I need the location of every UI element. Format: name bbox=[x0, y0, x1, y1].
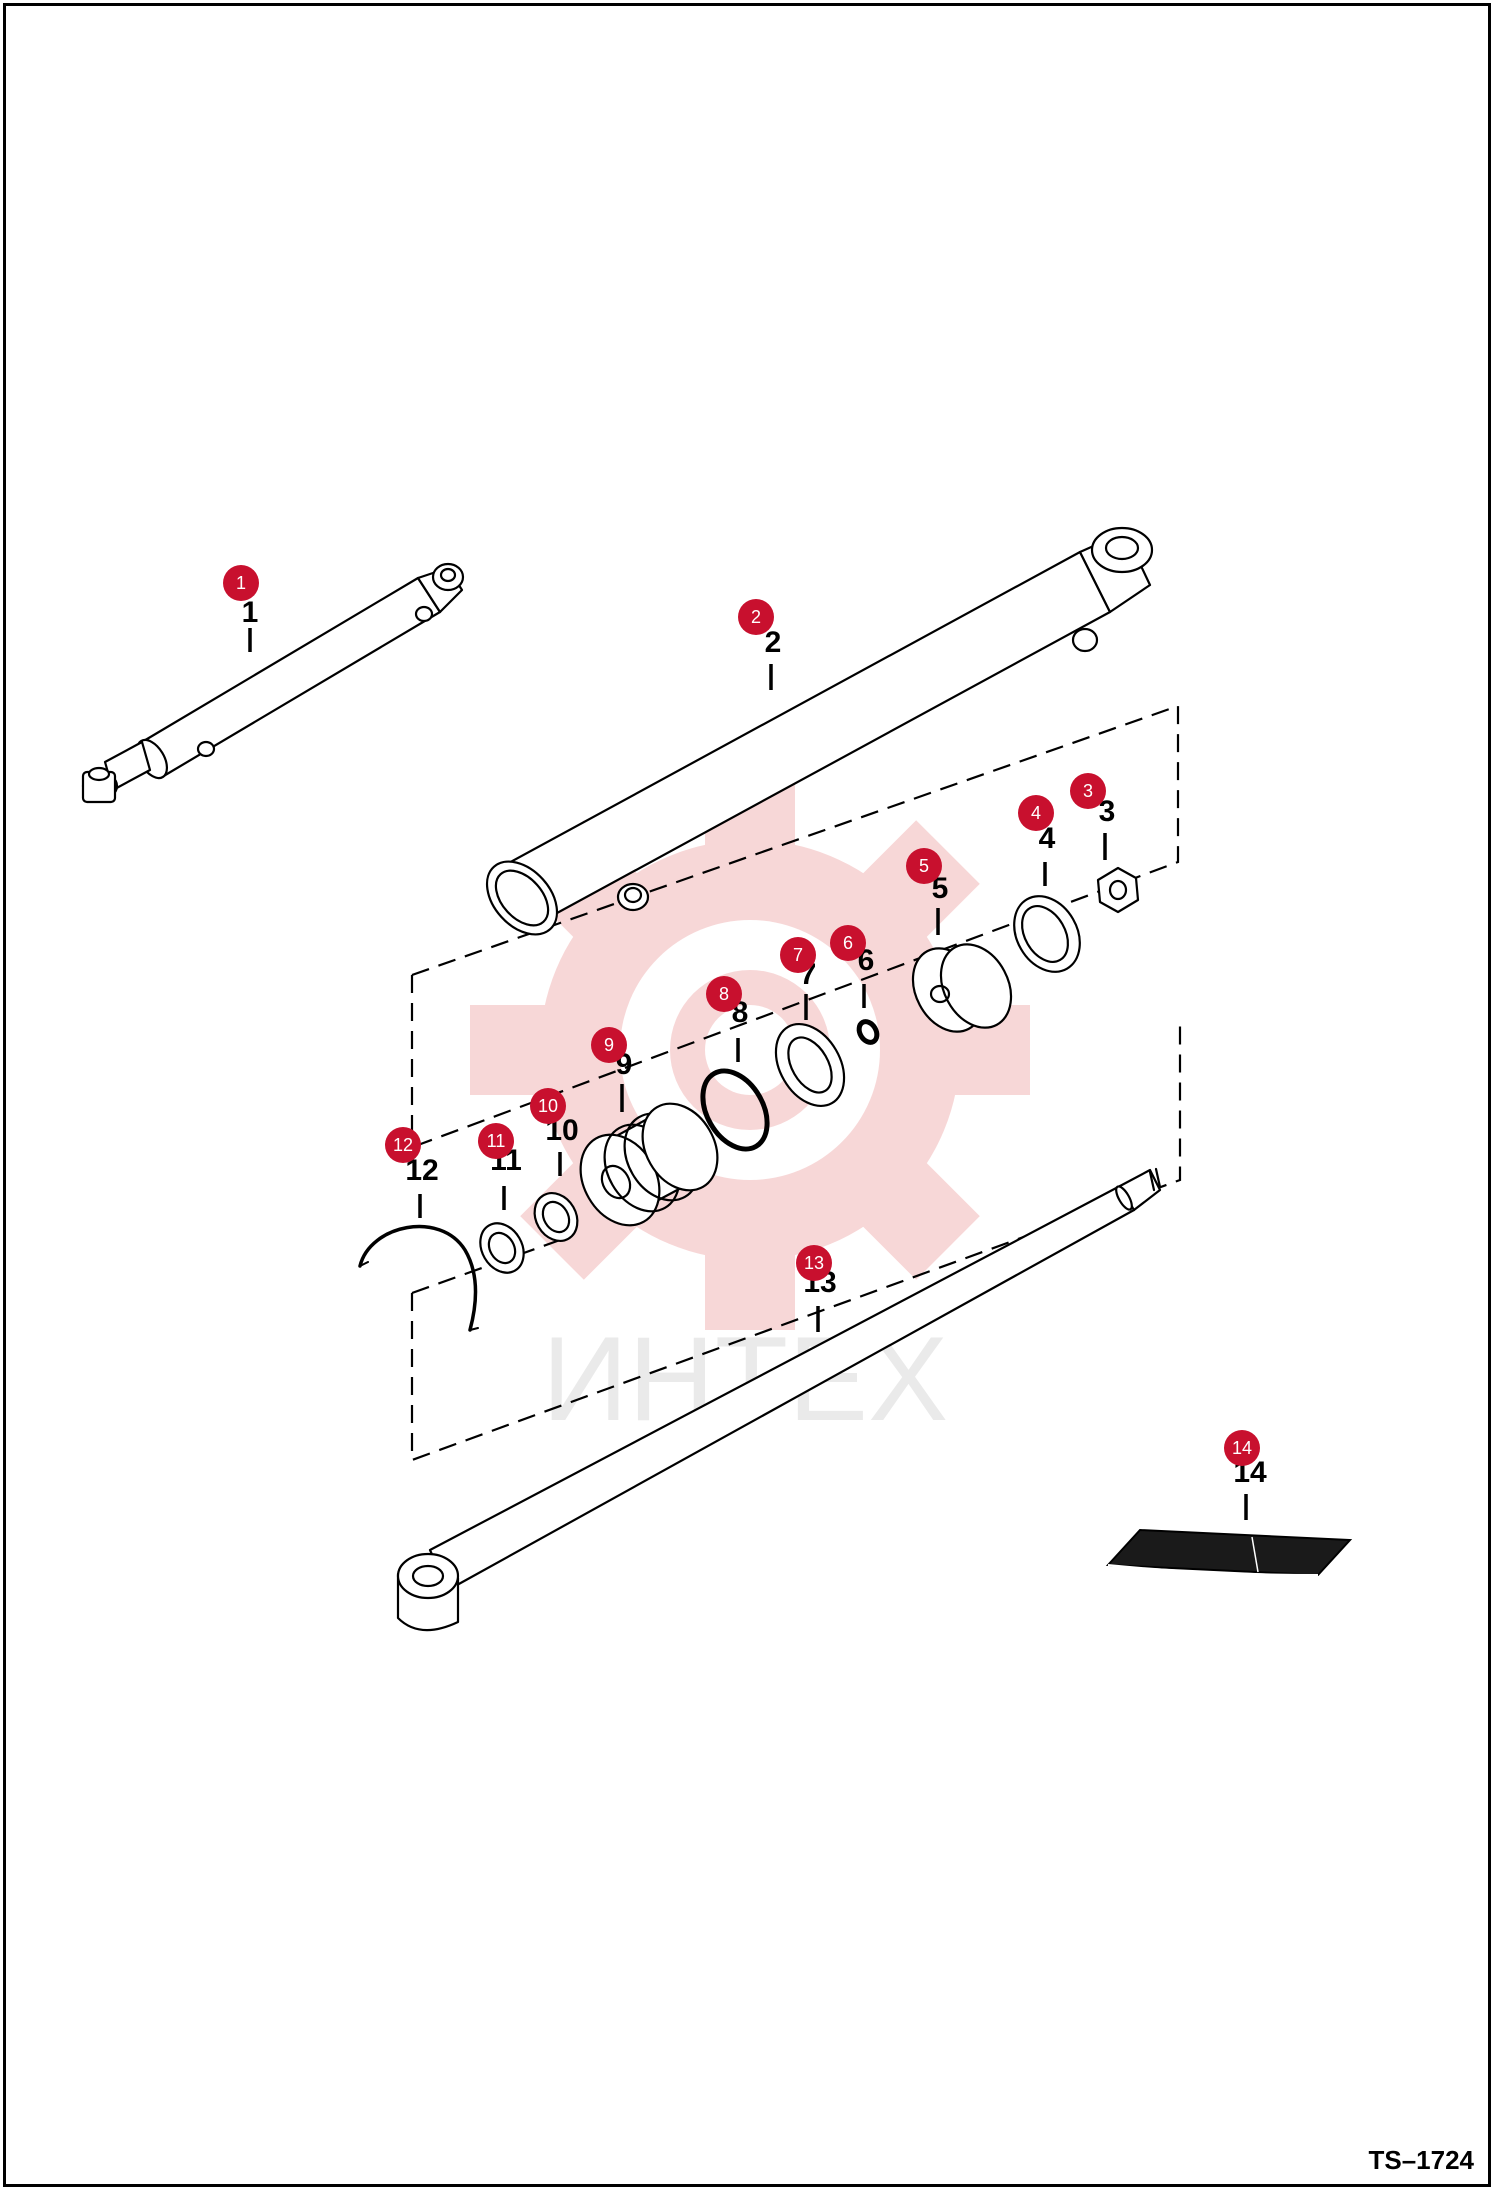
svg-text:11: 11 bbox=[487, 1131, 506, 1151]
cylinder-assembly-part-1[interactable] bbox=[81, 562, 465, 804]
part-number-3: 3 bbox=[1099, 795, 1116, 828]
svg-text:5: 5 bbox=[919, 856, 929, 876]
svg-text:2: 2 bbox=[751, 607, 761, 627]
leader-lines bbox=[248, 628, 1248, 1520]
part-number-2: 2 bbox=[765, 626, 782, 659]
svg-text:12: 12 bbox=[393, 1135, 413, 1155]
callout-badge-13[interactable]: 13 bbox=[796, 1245, 832, 1281]
svg-text:3: 3 bbox=[1083, 781, 1093, 801]
svg-text:4: 4 bbox=[1031, 803, 1041, 823]
wiper-part-11[interactable] bbox=[472, 1215, 533, 1280]
svg-text:7: 7 bbox=[793, 945, 803, 965]
gland-head-part-9[interactable] bbox=[565, 1090, 733, 1239]
guide-box-lower bbox=[410, 1020, 1182, 1462]
svg-text:1: 1 bbox=[236, 573, 246, 593]
callout-badge-9[interactable]: 9 bbox=[591, 1027, 627, 1063]
callout-badge-4[interactable]: 4 bbox=[1018, 795, 1054, 831]
svg-text:8: 8 bbox=[719, 984, 729, 1004]
part-number-5: 5 bbox=[932, 872, 949, 905]
callout-badges: 1 2 3 4 5 6 7 8 9 10 11 12 13 14 bbox=[223, 565, 1260, 1466]
svg-text:14: 14 bbox=[1232, 1438, 1252, 1458]
callout-badge-14[interactable]: 14 bbox=[1224, 1430, 1260, 1466]
svg-text:9: 9 bbox=[604, 1035, 614, 1055]
callout-badge-3[interactable]: 3 bbox=[1070, 773, 1106, 809]
part-number-1: 1 bbox=[242, 596, 259, 629]
o-ring-large-part-8[interactable] bbox=[690, 1060, 780, 1161]
piston-part-5[interactable] bbox=[899, 932, 1025, 1044]
guide-box-upper bbox=[410, 704, 1180, 1147]
piston-rod-part-13[interactable] bbox=[396, 1167, 1162, 1632]
svg-text:10: 10 bbox=[538, 1096, 558, 1116]
callout-badge-8[interactable]: 8 bbox=[706, 976, 742, 1012]
callout-badge-1[interactable]: 1 bbox=[223, 565, 259, 601]
o-ring-part-6[interactable] bbox=[856, 1018, 881, 1045]
backup-washer-part-4[interactable] bbox=[1001, 884, 1093, 983]
cylinder-barrel-part-2[interactable] bbox=[473, 526, 1154, 948]
callout-badge-10[interactable]: 10 bbox=[530, 1088, 566, 1124]
flat-washer-part-7[interactable] bbox=[762, 1012, 858, 1118]
lock-nut-part-3[interactable] bbox=[1096, 866, 1140, 914]
snap-ring-part-12[interactable] bbox=[358, 1224, 479, 1332]
callout-badge-2[interactable]: 2 bbox=[738, 599, 774, 635]
rod-seal-part-10[interactable] bbox=[526, 1185, 586, 1248]
callout-badge-5[interactable]: 5 bbox=[906, 848, 942, 884]
drawing-frame bbox=[3, 3, 1491, 2187]
svg-text:13: 13 bbox=[804, 1253, 824, 1273]
seal-kit-part-14[interactable] bbox=[1105, 1528, 1353, 1577]
callout-badge-6[interactable]: 6 bbox=[830, 925, 866, 961]
document-code: TS–1724 bbox=[1368, 2145, 1474, 2175]
callout-badge-11[interactable]: 11 bbox=[478, 1123, 514, 1159]
callout-badge-12[interactable]: 12 bbox=[385, 1127, 421, 1163]
part-number-4: 4 bbox=[1039, 822, 1056, 855]
callout-badge-7[interactable]: 7 bbox=[780, 937, 816, 973]
svg-text:6: 6 bbox=[843, 933, 853, 953]
